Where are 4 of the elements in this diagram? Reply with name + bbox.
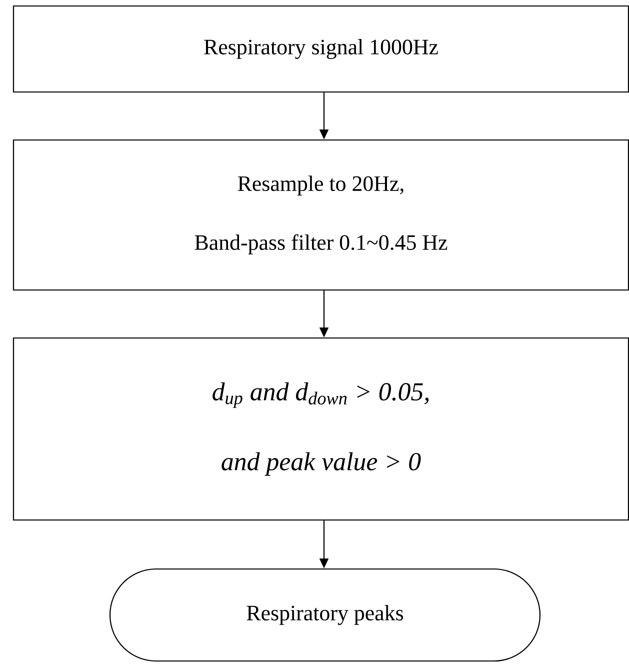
terminal-box: Respiratory peaks bbox=[109, 568, 541, 662]
process-box: Respiratory signal 1000Hz bbox=[12, 5, 629, 93]
process-box: Resample to 20Hz, Band-pass filter 0.1~0.45 Hz bbox=[12, 139, 629, 291]
condition-box: d$_{up}$ and d$_{down}$ > 0.05, and peak value > 0 bbox=[12, 337, 629, 521]
